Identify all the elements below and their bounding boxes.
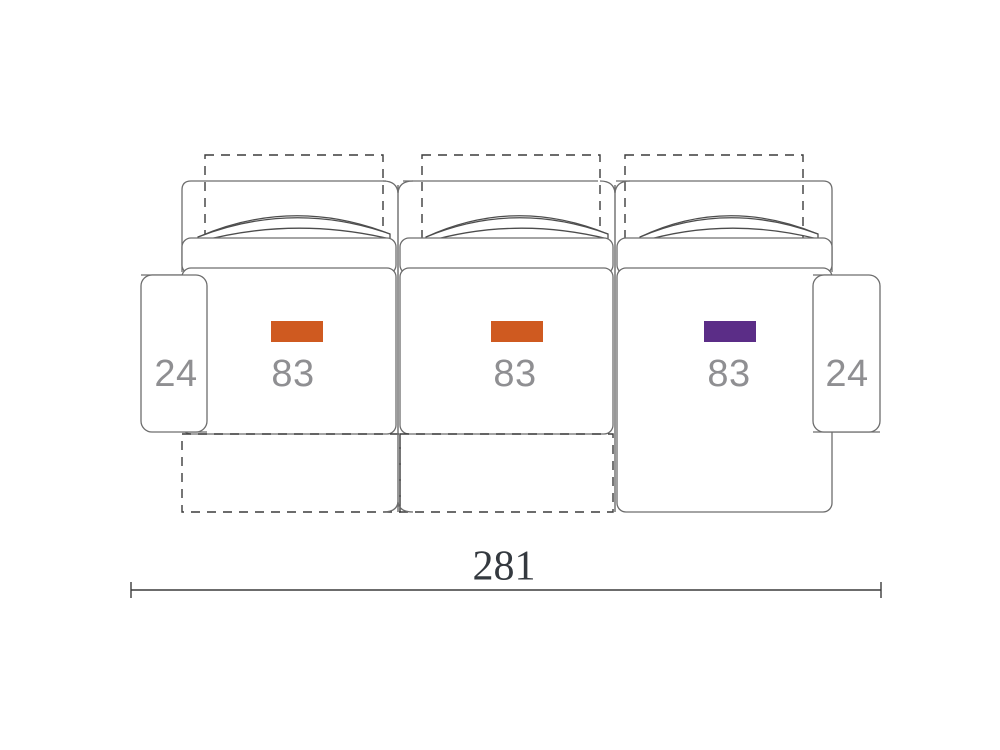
front-extension-group — [181, 433, 614, 513]
swatch-module-2[interactable] — [491, 321, 543, 342]
seat-body-module-2 — [399, 267, 614, 435]
seat-body-group — [181, 267, 833, 513]
module-joint-tee-top-1-2 — [382, 180, 414, 194]
backrest-frame-module-1 — [181, 180, 386, 272]
label-group: 24 83 83 83 24 — [154, 353, 868, 395]
armrest-left[interactable] — [140, 274, 208, 433]
swatch-module-3[interactable] — [704, 321, 756, 342]
back-pillow-arc-module-2 — [425, 215, 609, 238]
module-joint-tee-top-2-3 — [599, 180, 631, 194]
backrest-frame-group — [181, 180, 833, 272]
front-extension-module-1 — [181, 433, 401, 513]
armrest-group — [140, 274, 881, 433]
overall-dimension-group: 281 — [130, 544, 882, 598]
back-extension-dashed-group — [204, 154, 804, 244]
front-extension-module-2 — [399, 433, 614, 513]
back-pillow-arc-module-1 — [197, 215, 391, 238]
swatch-module-1[interactable] — [271, 321, 323, 342]
seat-body-module-1 — [181, 267, 397, 435]
overall-dimension-label: 281 — [473, 544, 536, 590]
swatch-group — [271, 321, 756, 342]
back-pillow-arc-module-3 — [639, 215, 819, 238]
seat-label-module-3: 83 — [707, 353, 750, 395]
armrest-left-label: 24 — [154, 353, 197, 395]
armrest-right[interactable] — [812, 274, 881, 433]
backrest-frame-module-3 — [616, 180, 833, 272]
armrest-right-label: 24 — [825, 353, 868, 395]
module-joint-tee-bottom-1-2 — [382, 501, 414, 513]
module-joint-group — [382, 180, 631, 513]
seat-label-module-2: 83 — [493, 353, 536, 395]
seat-label-module-1: 83 — [271, 353, 314, 395]
